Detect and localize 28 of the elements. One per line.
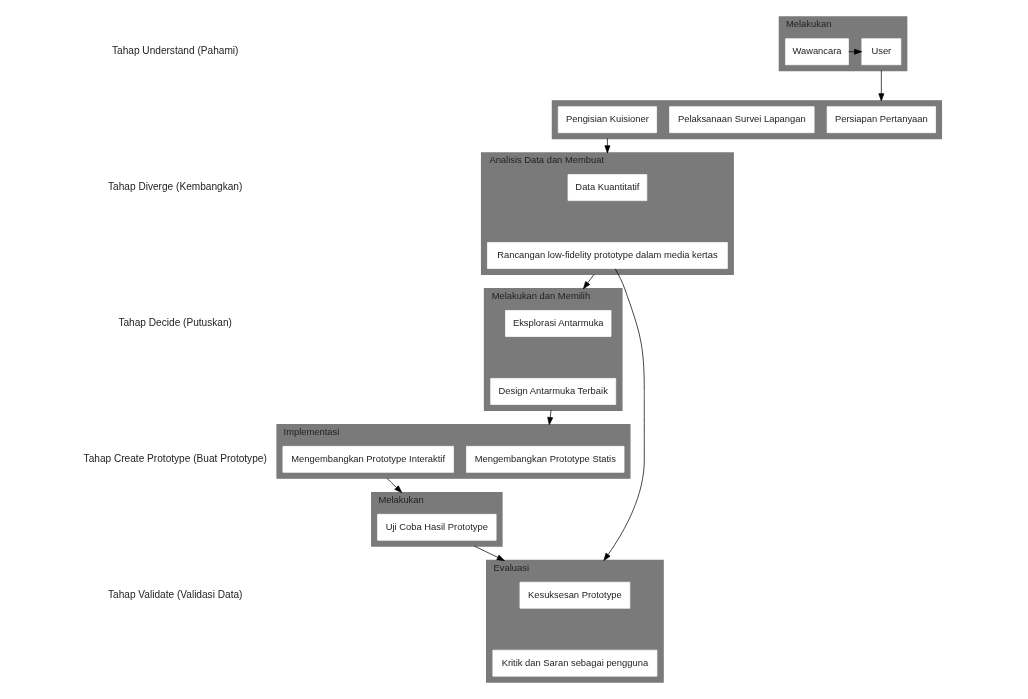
node-box: Uji Coba Hasil Prototype: [377, 513, 497, 541]
arrow: [474, 545, 505, 561]
label: Tahap Decide (Putuskan): [118, 317, 232, 329]
node-box: Pengisian Kuisioner: [557, 106, 657, 134]
node-box: Design Antarmuka Terbaik: [490, 378, 617, 405]
node-box: Rancangan low-fidelity prototype dalam media kertas: [487, 242, 728, 269]
arrow: [604, 138, 611, 154]
node-box: User: [861, 38, 902, 66]
label: Tahap Understand (Pahami): [111, 45, 239, 57]
node-box: Mengembangkan Prototype Interaktif: [282, 446, 454, 473]
node-box: Kesuksesan Prototype: [519, 581, 631, 609]
node-box: Wawancara: [785, 38, 849, 66]
arrow: [848, 48, 863, 55]
node-box: Data Kuantitatif: [567, 174, 648, 201]
node-box: Eksplorasi Antarmuka: [505, 310, 612, 337]
node-box: Pelaksanaan Survei Lapangan: [669, 106, 815, 134]
arrow: [878, 70, 885, 102]
node-box: Kritik dan Saran sebagai pengguna: [492, 649, 658, 677]
cluster: [551, 100, 943, 140]
arrow: [386, 477, 403, 493]
label: Tahap Validate (Validasi Data): [107, 588, 243, 600]
node-box: Mengembangkan Prototype Statis: [466, 446, 625, 473]
arrow: [583, 273, 595, 290]
label: Tahap Diverge (Kembangkan): [108, 181, 243, 193]
label: Tahap Create Prototype (Buat Prototype): [83, 453, 267, 465]
arrow: [603, 268, 645, 561]
node-box: Persiapan Pertanyaan: [826, 106, 936, 134]
arrow: [547, 409, 554, 426]
